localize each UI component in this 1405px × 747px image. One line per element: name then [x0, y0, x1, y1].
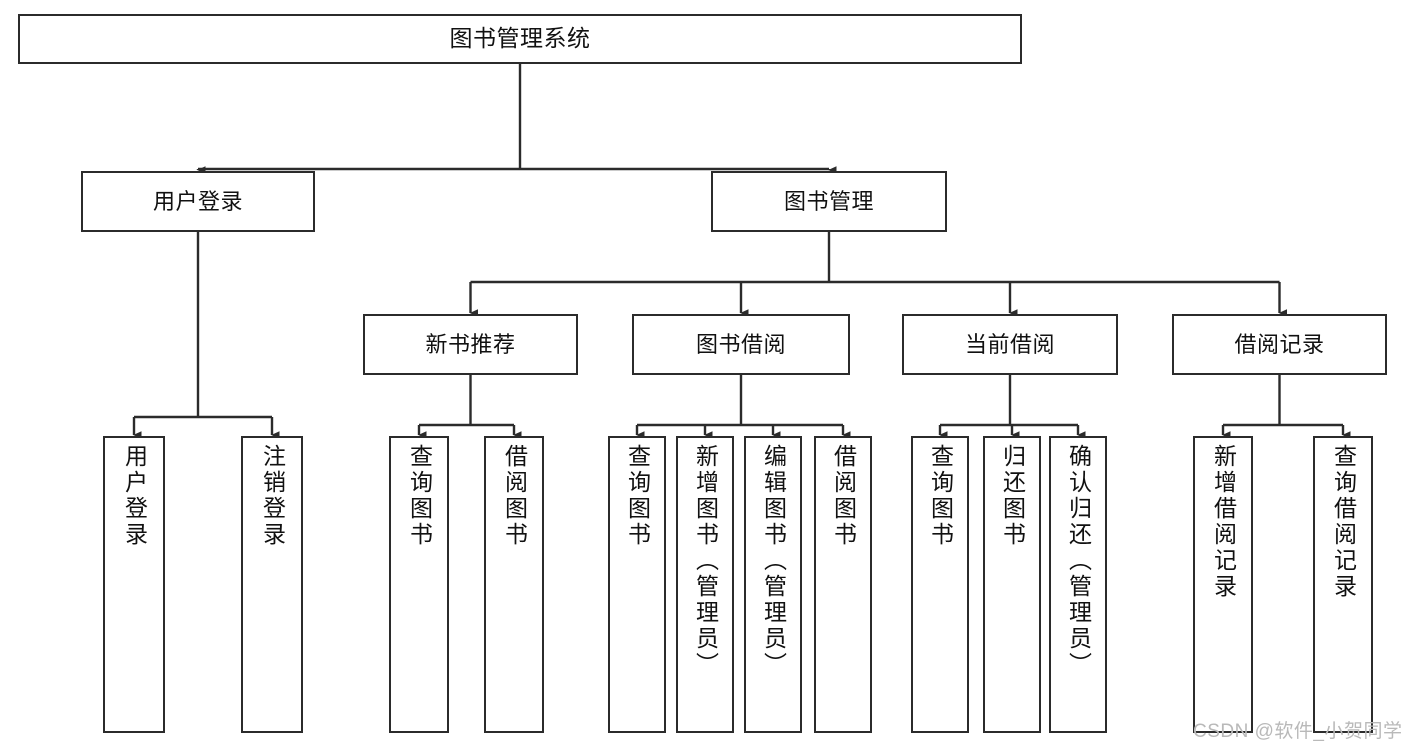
node-leaf-query-book-3[interactable]: 查询图书 [911, 436, 969, 733]
node-leaf-borrow-book-1[interactable]: 借阅图书 [484, 436, 544, 733]
node-label-leaf-return-book: 归还图书 [999, 444, 1026, 548]
node-label-leaf-add-record: 新增借阅记录 [1210, 444, 1237, 600]
node-leaf-query-record[interactable]: 查询借阅记录 [1313, 436, 1373, 733]
node-root[interactable]: 图书管理系统 [18, 14, 1022, 64]
node-label-leaf-query-record: 查询借阅记录 [1330, 444, 1357, 600]
node-label-leaf-confirm-ret: 确认归还（管理员） [1065, 444, 1092, 678]
node-label-new-book-rec: 新书推荐 [425, 331, 516, 357]
node-book-borrow[interactable]: 图书借阅 [632, 314, 850, 375]
node-label-root: 图书管理系统 [449, 25, 591, 52]
node-leaf-add-book[interactable]: 新增图书（管理员） [676, 436, 734, 733]
node-leaf-user-login[interactable]: 用户登录 [103, 436, 165, 733]
node-book-manage[interactable]: 图书管理 [711, 171, 947, 232]
node-label-leaf-query-book-3: 查询图书 [927, 444, 954, 548]
node-label-current-borrow: 当前借阅 [964, 331, 1055, 357]
node-label-book-manage: 图书管理 [783, 188, 874, 214]
node-label-book-borrow: 图书借阅 [695, 331, 786, 357]
node-label-leaf-borrow-book-2: 借阅图书 [830, 444, 857, 548]
node-leaf-confirm-ret[interactable]: 确认归还（管理员） [1049, 436, 1107, 733]
node-leaf-add-record[interactable]: 新增借阅记录 [1193, 436, 1253, 733]
node-label-leaf-query-book-1: 查询图书 [406, 444, 433, 548]
node-label-leaf-user-login: 用户登录 [121, 444, 148, 548]
node-label-leaf-edit-book: 编辑图书（管理员） [760, 444, 787, 678]
node-leaf-borrow-book-2[interactable]: 借阅图书 [814, 436, 872, 733]
node-leaf-edit-book[interactable]: 编辑图书（管理员） [744, 436, 802, 733]
node-leaf-logout[interactable]: 注销登录 [241, 436, 303, 733]
node-label-leaf-logout: 注销登录 [259, 444, 286, 548]
node-new-book-rec[interactable]: 新书推荐 [363, 314, 578, 375]
node-label-user-login: 用户登录 [152, 188, 243, 214]
node-leaf-query-book-2[interactable]: 查询图书 [608, 436, 666, 733]
node-borrow-record[interactable]: 借阅记录 [1172, 314, 1387, 375]
node-label-leaf-query-book-2: 查询图书 [624, 444, 651, 548]
node-label-leaf-add-book: 新增图书（管理员） [692, 444, 719, 678]
node-current-borrow[interactable]: 当前借阅 [902, 314, 1118, 375]
node-label-borrow-record: 借阅记录 [1234, 331, 1325, 357]
node-leaf-query-book-1[interactable]: 查询图书 [389, 436, 449, 733]
node-leaf-return-book[interactable]: 归还图书 [983, 436, 1041, 733]
node-user-login[interactable]: 用户登录 [81, 171, 315, 232]
node-label-leaf-borrow-book-1: 借阅图书 [501, 444, 528, 548]
